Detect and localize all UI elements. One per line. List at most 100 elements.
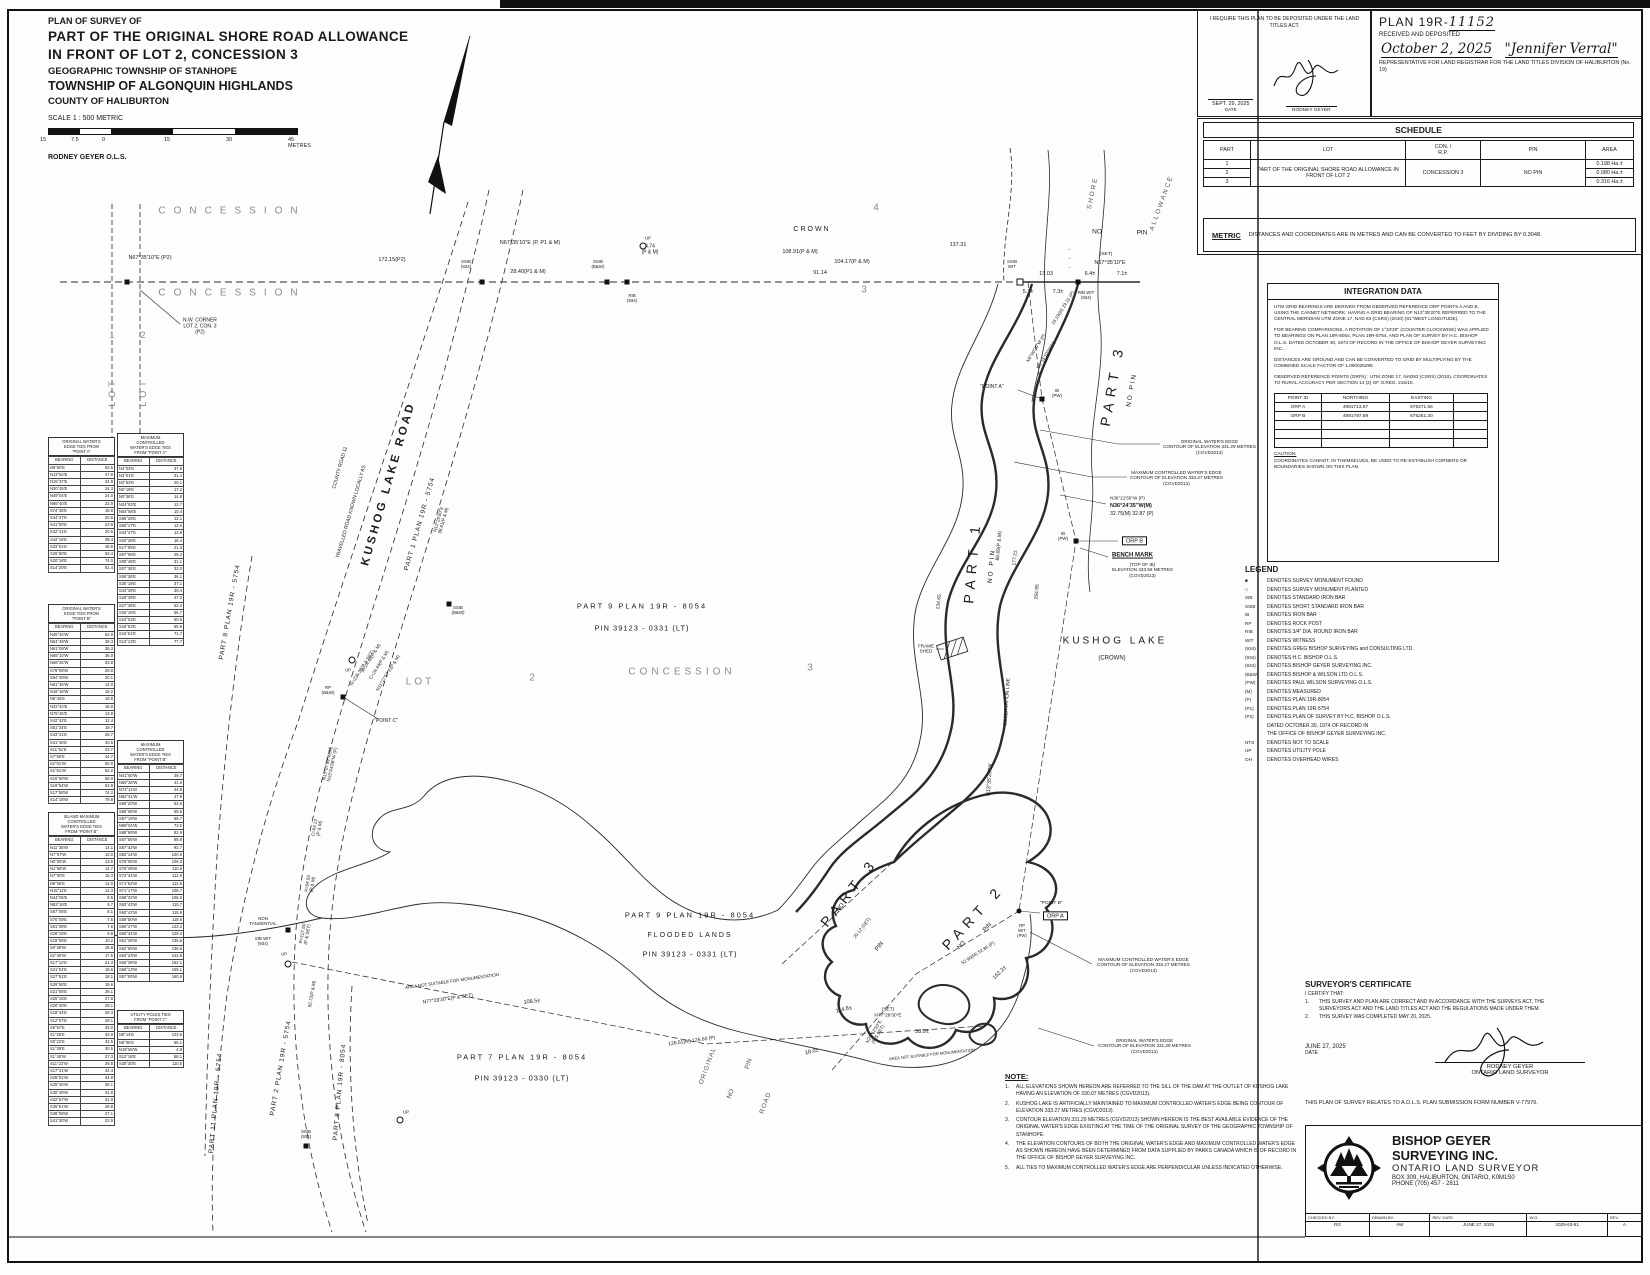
caution-text: COORDINATES CANNOT, IN THEMSELVES, BE US… [1274, 457, 1468, 469]
legend-text: DENOTES WITNESS [1267, 637, 1316, 644]
schedule-pin: NO PIN [1480, 159, 1586, 187]
map-label: PIN 39123 - 0330 (LT) [474, 1073, 570, 1083]
map-label: 104.17(P & M) [834, 258, 870, 265]
map-label: (SET) N77°28'30"E [874, 1007, 902, 1018]
legend-symbol: (934) [1245, 663, 1256, 668]
map-label: N67°35'10"E (P, P1 & M) [499, 239, 561, 246]
plan-title-2: IN FRONT OF LOT 2, CONCESSION 3 [48, 47, 299, 62]
firm-role: ONTARIO LAND SURVEYOR [1392, 1163, 1540, 1174]
map-label: RP WIT (PW) [1017, 922, 1027, 938]
firm-name-2: SURVEYING INC. [1392, 1148, 1498, 1163]
legend-item: (PW)DENOTES PAUL WILSON SURVEYING O.L.S. [1245, 679, 1505, 688]
map-label: ORIGINAL WATER'S EDGE CONTOUR OF ELEVATI… [1163, 439, 1256, 455]
map-label: NON TANGENTIAL [249, 915, 277, 926]
legend-item: (P)DENOTES PLAN 19R-8054 [1245, 696, 1505, 705]
township: TOWNSHIP OF ALGONQUIN HIGHLANDS [48, 79, 293, 93]
map-label: 7.3± [1052, 288, 1064, 295]
map-label: PART 9 PLAN 19R - 8054 [624, 910, 756, 920]
legend-text: DENOTES PLAN OF SURVEY BY H.C. BISHOP O.… [1267, 714, 1391, 737]
certificate-title: SURVEYOR'S CERTIFICATE [1305, 980, 1412, 989]
legend-text: DENOTES MEASURED [1267, 688, 1321, 695]
legend-text: DENOTES IRON BAR [1267, 612, 1317, 618]
map-label: ORIGINAL WATER'S EDGE CONTOUR OF ELEVATI… [1098, 1038, 1191, 1054]
legend-item: WIT DENOTES WITNESS [1245, 637, 1505, 646]
scale-tick: 15 [164, 137, 171, 143]
map-label: "POINT C" [374, 718, 398, 725]
survey-monument-up [396, 1116, 404, 1124]
scale-tick: 30 [226, 137, 233, 143]
survey-monument-sq [446, 601, 452, 607]
original-waters-edge [777, 283, 999, 911]
plan-title-1: PART OF THE ORIGINAL SHORE ROAD ALLOWANC… [48, 29, 409, 44]
legend-text: DENOTES ROCK POST [1267, 620, 1323, 627]
metric-text: DISTANCES AND COORDINATES ARE IN METRES … [1248, 231, 1542, 238]
schedule-block: SCHEDULE PART LOT CON. / R.P. PIN AREA 1… [1203, 122, 1634, 187]
surveyor-name: RODNEY GEYER O.L.S. [48, 154, 127, 161]
note-items: 1.ALL ELEVATIONS SHOWN HEREON ARE REFERR… [1005, 1084, 1300, 1172]
map-label: PART 9 PLAN 19R - 8054 [576, 601, 708, 611]
legend-text: DENOTES SHORT STANDARD IRON BAR [1267, 603, 1364, 610]
orp-b-id: ORP B [1274, 411, 1322, 422]
ties-table-title: ORIGINAL WATER'S EDGE TIES FROM "POINT B… [48, 604, 115, 624]
map-label: ORP A [1043, 911, 1068, 921]
map-label: RP (B&W) [321, 684, 335, 695]
map-label: 1 [109, 329, 115, 340]
legend-text: DENOTES H.C. BISHOP O.L.S. [1267, 654, 1339, 661]
legend-item: (934)DENOTES GREG BISHOP SURVEYING and C… [1245, 645, 1505, 654]
legend-symbol: (P) [1245, 697, 1252, 702]
legend-text: DENOTES PLAN 19R-5754 [1267, 705, 1329, 712]
map-label: 7.1± [1116, 270, 1128, 277]
survey-monument-up [639, 242, 647, 250]
map-label: ← [1067, 264, 1073, 271]
notes-block: NOTE: 1.ALL ELEVATIONS SHOWN HEREON ARE … [1005, 1072, 1300, 1174]
map-label: PIN [1136, 229, 1148, 237]
orp-a-easting: 675271.56 [1389, 402, 1454, 413]
legend-title: LEGEND [1245, 565, 1279, 574]
scale-tick: 15 [40, 137, 47, 143]
map-label: N.W. CORNER LOT 2, CON. 3 (P2) [183, 317, 217, 335]
legend-item: IB DENOTES IRON BAR [1245, 611, 1505, 620]
observation-line [1018, 281, 1077, 912]
plan-number-handwritten: 11152 [1448, 15, 1496, 31]
survey-monument-up [348, 656, 356, 664]
max-controlled-waters-edge [795, 283, 1034, 913]
schedule-lot: PART OF THE ORIGINAL SHORE ROAD ALLOWANC… [1250, 159, 1406, 187]
map-label: UP [644, 235, 652, 241]
integration-paragraph: DISTANCES ARE GROUND AND CAN BE CONVERTE… [1274, 356, 1472, 368]
survey-monument-sq [604, 279, 610, 285]
map-label: "POINT A" [980, 384, 1004, 391]
schedule-part: 1 [1203, 159, 1251, 169]
legend-symbol: (934) [1245, 654, 1256, 660]
survey-monument-sq [303, 1143, 309, 1149]
certificate-date-label: DATE [1305, 1050, 1318, 1057]
legend-symbol: WIT [1245, 637, 1254, 643]
ties-table-title: ORIGINAL WATER'S EDGE TIES FROM "POINT A… [48, 437, 115, 457]
firm-logo [1317, 1136, 1381, 1200]
note-item: 4.THE ELEVATION CONTOURS OF BOTH THE ORI… [1005, 1140, 1297, 1162]
survey-monument-dot [1016, 908, 1022, 914]
title-block: PLAN OF SURVEY OF PART OF THE ORIGINAL S… [40, 16, 409, 161]
legend-symbol: IB [1245, 612, 1250, 617]
legend-text: DENOTES OVERHEAD WIRES [1267, 756, 1339, 763]
scale-tick: 0 [102, 137, 106, 143]
map-label: 91.14 [813, 269, 827, 276]
legend-item: (P2)DENOTES PLAN OF SURVEY BY H.C. BISHO… [1245, 713, 1505, 739]
map-label: RIB (934) [626, 292, 638, 303]
map-label: ORP B [1122, 536, 1148, 546]
legend-items: ■DENOTES SURVEY MONUMENT FOUND□DENOTES S… [1245, 577, 1505, 764]
metric-box: METRIC DISTANCES AND COORDINATES ARE IN … [1203, 218, 1636, 252]
map-label: FRAME SHED [917, 643, 935, 654]
map-label: MAXIMUM CONTROLLED WATER'S EDGE CONTOUR … [1130, 470, 1223, 486]
map-label: 2 [529, 672, 535, 684]
note-item: 5.ALL TIES TO MAXIMUM CONTROLLED WATER'S… [1005, 1164, 1283, 1171]
map-label: LOT [405, 676, 435, 688]
revision-cell: CHECKED BY:RG [1306, 1214, 1370, 1236]
